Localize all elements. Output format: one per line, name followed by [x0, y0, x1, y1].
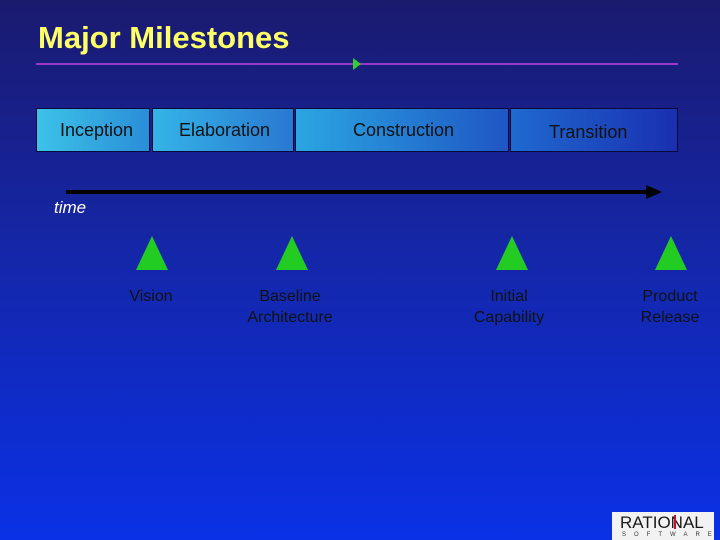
milestone-vision-triangle-icon — [136, 236, 168, 270]
phase-construction: Construction — [295, 108, 509, 152]
logo-main-text: RATIONAL — [620, 513, 704, 532]
rule-arrow-icon — [353, 58, 361, 70]
milestone-vision-label: Vision — [129, 288, 173, 305]
phase-label: Inception — [60, 120, 134, 140]
logo-accent-mark — [674, 515, 676, 529]
phase-label: Elaboration — [179, 120, 271, 140]
phase-label: Construction — [353, 120, 455, 140]
phase-transition: Transition — [510, 108, 678, 152]
timeline-arrow — [66, 190, 648, 194]
phase-elaboration: Elaboration — [152, 108, 294, 152]
phase-inception: Inception — [36, 108, 150, 152]
timeline-label: time — [54, 198, 87, 217]
milestone-initial-label: Initial Capability — [473, 288, 545, 326]
milestone-initial-triangle-icon — [496, 236, 528, 270]
milestone-release-triangle-icon — [655, 236, 687, 270]
logo-sub-text: SOFTWARE — [622, 532, 720, 538]
rational-logo: RATIONAL SOFTWARE — [612, 512, 714, 540]
phase-label: Transition — [549, 122, 628, 142]
milestone-release-label: Product Release — [640, 288, 700, 326]
milestone-baseline-triangle-icon — [276, 236, 308, 270]
slide-title: Major Milestones — [38, 20, 290, 55]
timeline-arrowhead-icon — [646, 185, 662, 199]
milestone-baseline-label: Baseline Architecture — [247, 288, 333, 326]
